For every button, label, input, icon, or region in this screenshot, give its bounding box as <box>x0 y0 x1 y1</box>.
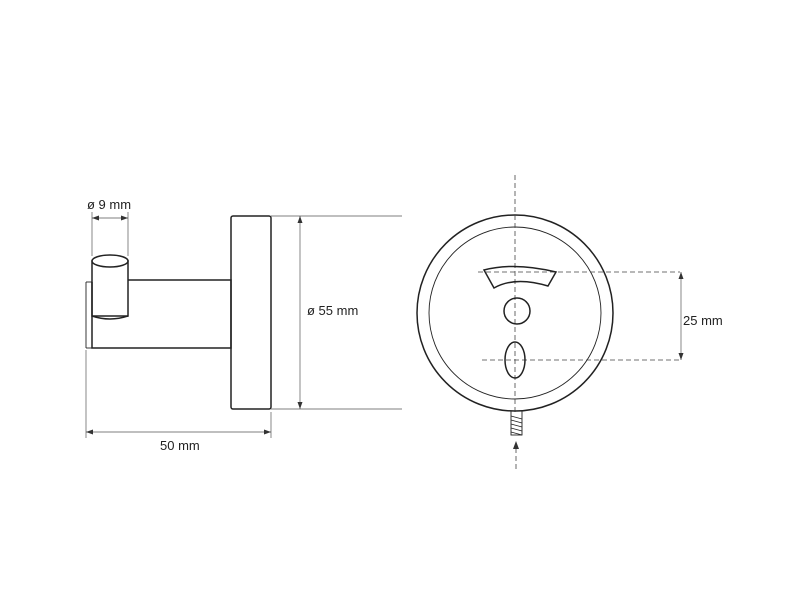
hole-spacing-label: 25 mm <box>683 313 723 328</box>
pin-diameter-dimension: ø 9 mm <box>87 197 131 256</box>
base-diameter-dimension: ø 55 mm <box>271 215 402 410</box>
center-hole <box>503 297 531 325</box>
hook-pin <box>91 254 129 320</box>
front-view <box>416 175 680 470</box>
pin-diameter-label: ø 9 mm <box>87 197 131 212</box>
keyhole-slot <box>482 265 558 290</box>
hook-arm <box>91 279 232 349</box>
hole-spacing-dimension: 25 mm <box>678 272 723 360</box>
depth-dimension: 50 mm <box>85 350 272 453</box>
base-diameter-label: ø 55 mm <box>307 303 358 318</box>
set-screw <box>510 410 523 436</box>
screw-direction-arrow <box>513 441 519 470</box>
wall-plate-side <box>230 215 272 410</box>
side-view <box>85 215 272 410</box>
depth-label: 50 mm <box>160 438 200 453</box>
lower-oval-hole <box>504 341 526 379</box>
